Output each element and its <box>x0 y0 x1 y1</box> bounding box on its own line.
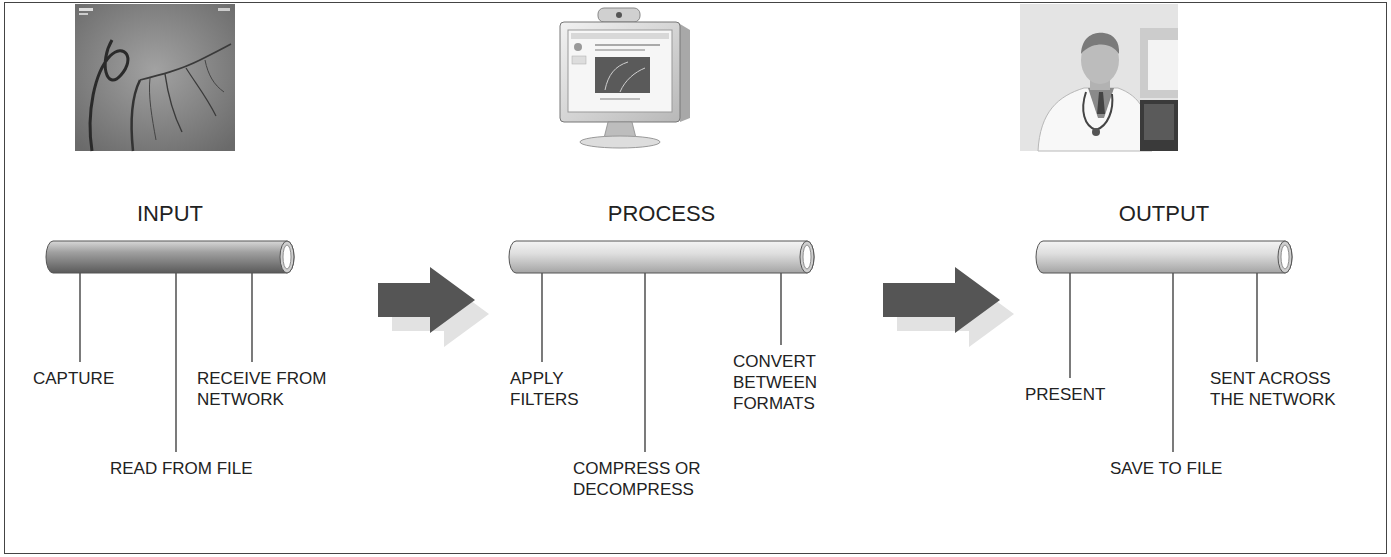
pipe-stage: OUTPUT <box>1020 200 1310 330</box>
pipe-holder <box>508 240 815 274</box>
step-label: SAVE TO FILE <box>1110 458 1260 479</box>
step-label: READ FROM FILE <box>110 458 290 479</box>
pipe-holder <box>45 240 295 274</box>
step-label: CONVERT BETWEEN FORMATS <box>733 351 833 414</box>
pipe-holder <box>1035 240 1293 274</box>
arrow-body <box>378 267 475 333</box>
step-label: APPLY FILTERS <box>510 368 595 410</box>
block-arrow <box>883 267 1014 347</box>
stage-heading: OUTPUT <box>1035 200 1293 228</box>
stage-heading: PROCESS <box>508 200 815 228</box>
stage-heading: INPUT <box>45 200 295 228</box>
leader-line <box>644 273 645 452</box>
leader-line <box>1172 273 1173 452</box>
arrow-body <box>883 267 1000 333</box>
angiogram-image <box>75 4 235 151</box>
pipe-cylinder <box>45 240 295 274</box>
block-arrow <box>378 267 489 347</box>
leader-line <box>1069 273 1070 378</box>
step-label: COMPRESS OR DECOMPRESS <box>573 458 723 500</box>
leader-line <box>1256 273 1257 362</box>
leader-lines <box>80 273 1257 452</box>
step-label: SENT ACROSS THE NETWORK <box>1210 368 1360 410</box>
step-label: CAPTURE <box>33 368 133 389</box>
pipe-stage: INPUT <box>40 200 370 330</box>
computer-monitor <box>560 8 690 148</box>
leader-line <box>79 273 80 362</box>
doctor-photo <box>1020 4 1178 151</box>
leader-line <box>175 273 176 452</box>
step-label: RECEIVE FROM NETWORK <box>197 368 357 410</box>
step-label: PRESENT <box>1025 384 1135 405</box>
pipe-cylinder <box>508 240 815 274</box>
outer-frame <box>5 3 1387 554</box>
pipe-cylinder <box>1035 240 1293 274</box>
leader-line <box>780 273 781 345</box>
leader-line <box>251 273 252 362</box>
leader-line <box>541 273 542 362</box>
pipe-stage: PROCESS <box>495 200 875 330</box>
